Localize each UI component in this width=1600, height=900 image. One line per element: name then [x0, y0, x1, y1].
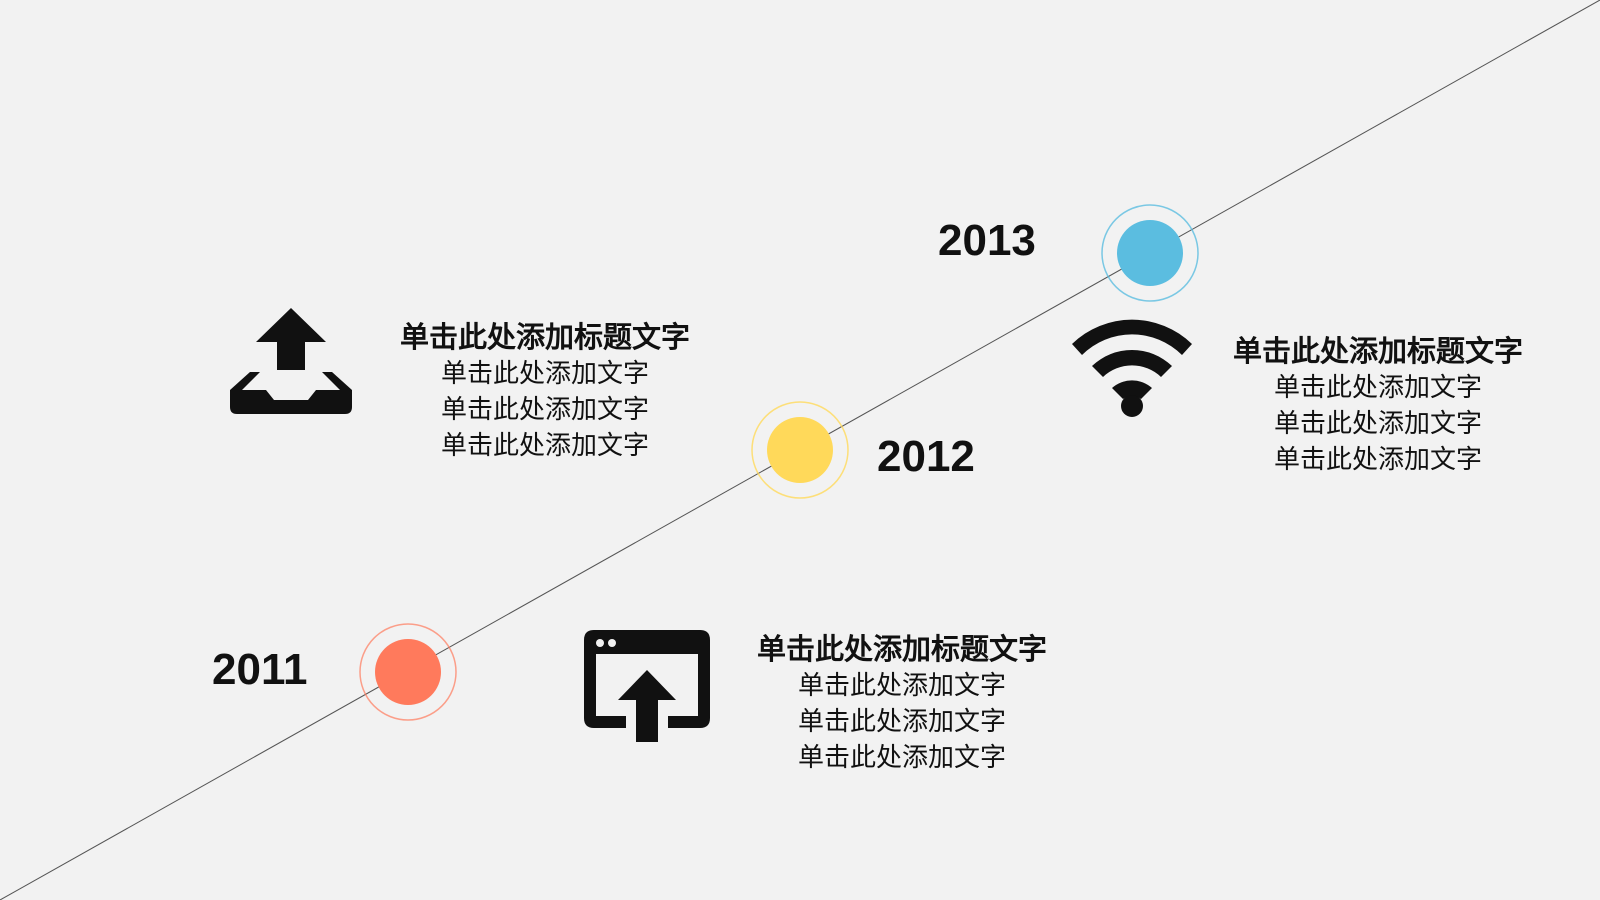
milestone-2013-line-2: 单击此处添加文字	[1273, 409, 1482, 439]
upload-tray-icon	[230, 308, 352, 414]
milestone-2013-year: 2013	[938, 216, 1036, 265]
milestone-2013-title: 单击此处添加标题文字	[1232, 334, 1523, 368]
milestone-2013-text: 单击此处添加标题文字 单击此处添加文字 单击此处添加文字 单击此处添加文字	[1198, 332, 1558, 478]
milestone-2011-title: 单击此处添加标题文字	[756, 632, 1047, 666]
milestone-2011-line-3: 单击此处添加文字	[797, 743, 1006, 773]
milestone-2013-dot	[1117, 220, 1183, 286]
milestone-2013-line-1: 单击此处添加文字	[1273, 373, 1482, 403]
milestone-2011-dot	[375, 639, 441, 705]
milestone-2011-ring	[359, 623, 457, 721]
milestone-2012-year: 2012	[877, 432, 975, 481]
milestone-2012-line-1: 单击此处添加文字	[440, 359, 649, 389]
milestone-2012-dot	[767, 417, 833, 483]
milestone-2012-title: 单击此处添加标题文字	[399, 320, 690, 354]
milestone-2012-line-2: 单击此处添加文字	[440, 395, 649, 425]
milestone-2013-ring	[1101, 204, 1199, 302]
wifi-icon	[1072, 319, 1192, 417]
milestone-2011-line-2: 单击此处添加文字	[797, 707, 1006, 737]
milestone-2011-line-1: 单击此处添加文字	[797, 671, 1006, 701]
milestone-2011-text: 单击此处添加标题文字 单击此处添加文字 单击此处添加文字 单击此处添加文字	[722, 630, 1082, 776]
milestone-2012-text: 单击此处添加标题文字 单击此处添加文字 单击此处添加文字 单击此处添加文字	[365, 318, 725, 464]
share-upload-icon	[584, 630, 710, 742]
milestone-2012-ring	[751, 401, 849, 499]
milestone-2012-line-3: 单击此处添加文字	[440, 431, 649, 461]
milestone-2011-year: 2011	[212, 645, 308, 694]
milestone-2013-line-3: 单击此处添加文字	[1273, 445, 1482, 475]
